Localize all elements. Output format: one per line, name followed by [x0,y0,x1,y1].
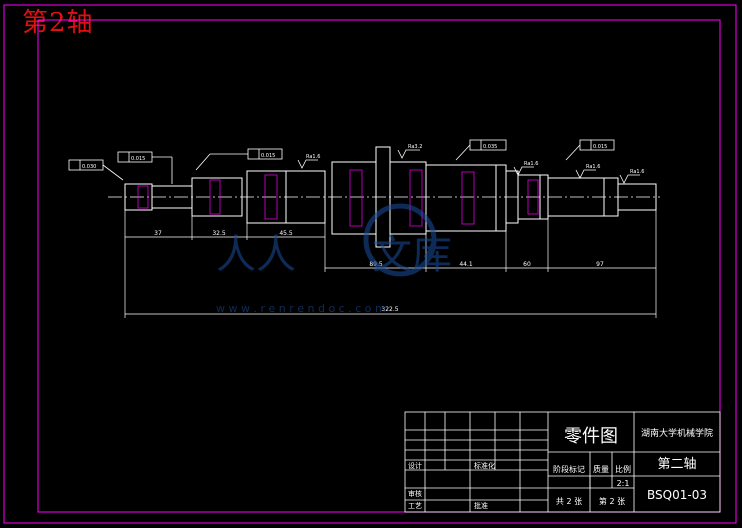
dim-37: 37 [154,230,162,237]
ra-5-text: Ra1.6 [630,169,644,175]
tolerance-callouts [68,139,640,184]
dim-97: 97 [596,261,604,268]
shaft-seg-3 [191,177,243,217]
weight-label: 质量 [593,464,609,474]
tol-4-text: 0.035 [483,144,497,150]
watermark: 人人 文库 w w w . r e n r e n d o c . c o m [216,203,452,315]
dim-32-5: 32.5 [212,230,226,237]
ra-4-text: Ra1.6 [586,164,600,170]
ra-1-text: Ra1.6 [306,154,320,160]
check-label: 审核 [408,489,422,498]
tol-2-text: 0.015 [131,156,145,162]
design-label: 设计 [408,461,422,470]
std-label: 标准化 [474,461,495,470]
watermark-ring [363,203,437,277]
ra-2-text: Ra3.2 [408,144,422,150]
shaft-seg-7 [425,164,507,232]
shaft-seg-6 [389,161,427,235]
ra-mark-4 [575,169,596,179]
watermark-cn-2: 文库 [372,232,452,278]
title-block-texts: 零件图 湖南大学机械学院 第二轴 BSQ01-03 阶段标记 质量 比例 2:1… [408,426,713,510]
dim-total: 322.5 [381,306,398,313]
dim-60: 60 [523,261,531,268]
school-name: 湖南大学机械学院 [641,427,713,439]
shaft-seg-11 [617,183,657,211]
ra-mark-2 [397,149,420,159]
ra-3-text: Ra1.6 [524,161,538,167]
drawing-type: 零件图 [564,426,618,447]
title-block [404,411,721,513]
sheet-number: 第 2 张 [599,496,625,506]
stage-mark-label: 阶段标记 [553,464,585,474]
tolerance-texts: 0.030 0.015 0.015 0.035 0.015 Ra1.6 Ra3.… [82,144,644,175]
outer-frame [3,4,737,524]
ra-mark-5 [619,174,640,184]
ra-mark-3 [513,166,534,176]
approve-label: 批准 [474,501,488,510]
scale-label: 比例 [615,464,631,474]
watermark-url: w w w . r e n r e n d o c . c o m [216,302,386,315]
dim-44-1: 44.1 [459,261,473,268]
part-name: 第二轴 [657,457,696,472]
inner-frame [37,19,721,513]
drawing-frame [3,4,737,524]
dim-45-5: 45.5 [279,230,293,237]
ra-mark-1 [297,159,318,169]
diameter-labels [137,169,539,227]
scale-value: 2:1 [617,479,630,488]
page-title: 第2轴 [22,8,94,38]
tol-3-text: 0.015 [261,153,275,159]
tol-5-text: 0.015 [593,144,607,150]
sheets-total: 共 2 张 [556,497,582,506]
tol-1-text: 0.030 [82,164,96,170]
process-label: 工艺 [408,502,422,510]
watermark-cn-1: 人人 [216,232,296,278]
shaft-outline [108,146,660,248]
dimension-lines [124,210,657,318]
drawing-number: BSQ01-03 [647,488,707,502]
